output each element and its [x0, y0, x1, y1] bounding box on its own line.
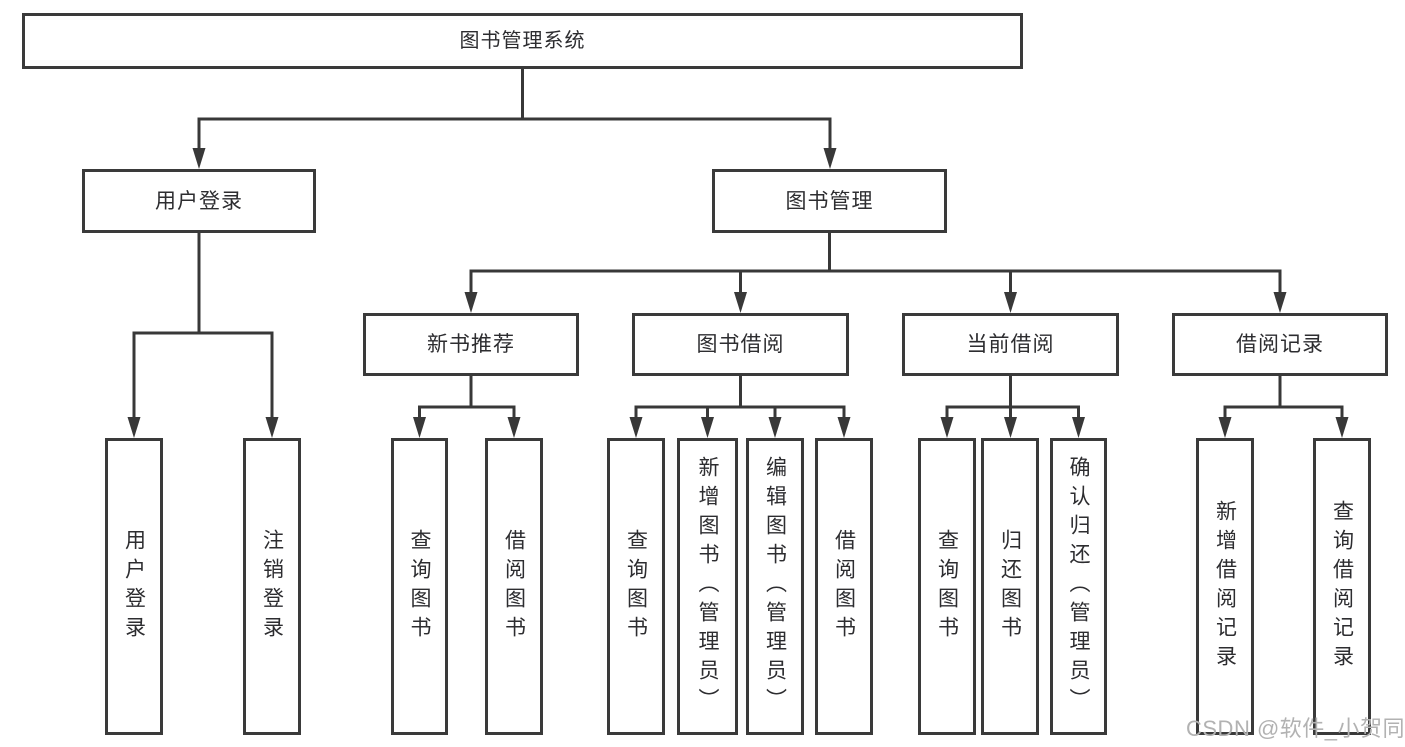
node-query-books-borrowing: 查询图书: [607, 438, 665, 735]
node-book-borrowing: 图书借阅: [632, 313, 849, 376]
node-confirm-return-admin: 确认归还（管理员）: [1050, 438, 1107, 735]
node-user-login-group: 用户登录: [82, 169, 316, 233]
csdn-watermark: CSDN @软件_小贺同学: [1186, 716, 1405, 741]
node-borrowing-records: 借阅记录: [1172, 313, 1388, 376]
node-current-borrowing: 当前借阅: [902, 313, 1119, 376]
node-add-book-admin: 新增图书（管理员）: [677, 438, 738, 735]
node-query-books-recommend: 查询图书: [391, 438, 448, 735]
node-user-login: 用户登录: [105, 438, 163, 735]
node-new-book-recommendation: 新书推荐: [363, 313, 579, 376]
node-add-borrow-record: 新增借阅记录: [1196, 438, 1254, 735]
node-borrow-books-recommend: 借阅图书: [485, 438, 543, 735]
node-return-books: 归还图书: [981, 438, 1039, 735]
node-book-management: 图书管理: [712, 169, 947, 233]
node-edit-book-admin: 编辑图书（管理员）: [746, 438, 804, 735]
node-query-borrow-record: 查询借阅记录: [1313, 438, 1371, 735]
node-logout: 注销登录: [243, 438, 301, 735]
node-library-management-system: 图书管理系统: [22, 13, 1023, 69]
node-borrow-books-borrowing: 借阅图书: [815, 438, 873, 735]
arrowheads: [127, 148, 1349, 438]
node-query-books-current: 查询图书: [918, 438, 976, 735]
